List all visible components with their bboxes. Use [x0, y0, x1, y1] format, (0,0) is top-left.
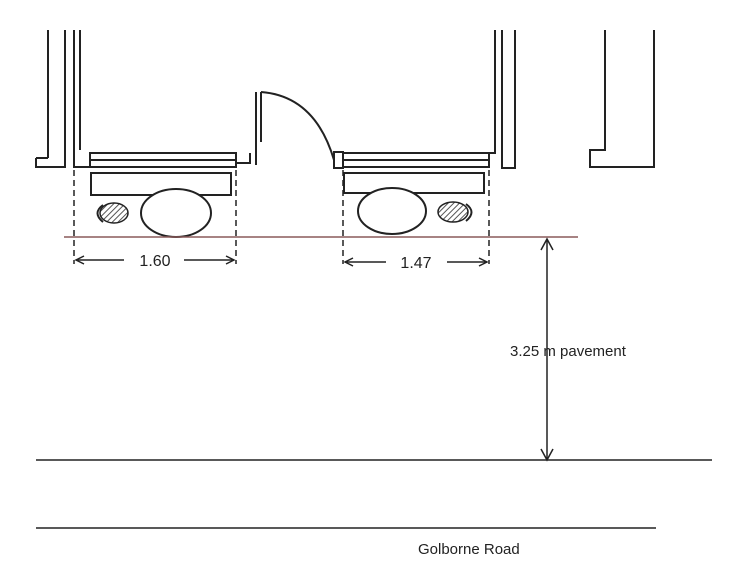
far-right-pier: [589, 30, 655, 168]
left-table-symbol: [140, 188, 212, 238]
dimension-left: [74, 255, 236, 265]
dimension-right-label: 1.47: [400, 255, 431, 272]
door-opening: [255, 91, 335, 165]
right-chair-hatched: [437, 201, 469, 223]
right-chair-back: [465, 203, 473, 222]
left-chair-back: [96, 204, 104, 223]
right-window-bay: [333, 151, 490, 194]
pavement-dimension-label: 3.25 m pavement: [510, 343, 627, 360]
bay-extent-dashes: [73, 170, 490, 264]
dimension-right: [343, 257, 489, 267]
left-chair-hatched: [99, 202, 129, 224]
road-name-label: Golborne Road: [418, 541, 520, 558]
dimension-left-label: 1.60: [139, 253, 170, 270]
left-building-wall: [35, 30, 90, 168]
right-building-wall: [489, 30, 516, 169]
right-table-symbol: [357, 187, 427, 235]
